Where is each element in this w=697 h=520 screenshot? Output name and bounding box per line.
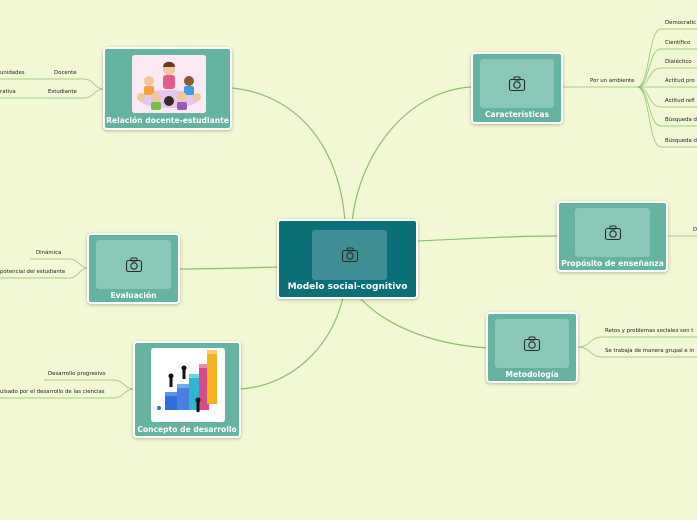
leaf-potencial[interactable]: potencial del estudiante [0,269,66,275]
central-node[interactable]: Modelo social-cognitivo [277,219,418,299]
central-label: Modelo social-cognitivo [287,282,408,292]
leaf-comunidades[interactable]: unidades [0,70,25,76]
leaf-cientifico[interactable]: Científico [665,40,691,46]
node-label-evaluacion: Evaluación [110,291,157,300]
metodologia-image-placeholder [495,319,569,368]
camera-icon [125,257,142,272]
leaf-rativa[interactable]: rativa [0,89,16,95]
proposito-image-placeholder [575,208,650,257]
link-concepto [240,297,344,390]
node-label-relacion: Relación docente-estudiante [106,116,229,125]
business-growth-illustration [151,348,225,422]
classroom-illustration [132,55,206,113]
node-proposito-ensenanza[interactable]: Propósito de enseñanza [557,201,668,272]
leaf-dinamica[interactable]: Dinámica [36,250,62,256]
camera-icon [341,247,358,263]
leaf-estudiante[interactable]: Estudiante [48,89,77,95]
leaf-dialectico[interactable]: Dialéctico [665,59,692,65]
node-evaluacion[interactable]: Evaluación [87,233,180,304]
leaf-actitud-refl[interactable]: Actitud refl [665,98,695,104]
node-label-proposito: Propósito de enseñanza [561,259,664,268]
link-metodologia [359,297,489,349]
link-relacion [231,87,346,223]
leaf-impulsado[interactable]: ulsado por el desarrollo de las ciencias [0,389,105,395]
link-proposito [417,235,559,242]
leaf-actitud-pro[interactable]: Actitud pro [665,78,695,84]
node-label-caracteristicas: Características [484,110,550,119]
leaf-docente[interactable]: Docente [54,70,77,76]
leaf-retos[interactable]: Retos y problemas sociales son t [605,328,694,334]
caracteristicas-image-placeholder [480,59,554,108]
node-relacion-docente-estudiante[interactable]: Relación docente-estudiante [103,47,232,130]
camera-icon [508,76,526,91]
link-caracteristicas [351,86,473,223]
node-concepto-desarrollo[interactable]: Concepto de desarrollo [133,341,241,438]
camera-icon [604,225,621,240]
node-metodologia[interactable]: Metodología [486,312,578,383]
leaf-democratico[interactable]: Democratic [665,20,697,26]
leaf-desarrollo-progresivo[interactable]: Desarrollo progresivo [48,371,106,377]
central-image-placeholder [312,230,387,280]
link-evaluacion [179,266,279,270]
evaluacion-image-placeholder [96,240,171,289]
node-caracteristicas[interactable]: Características [471,52,563,124]
leaf-proposito-d[interactable]: D [693,227,697,233]
node-label-concepto: Concepto de desarrollo [137,425,237,434]
node-label-metodologia: Metodología [505,370,559,379]
leaf-trabajo[interactable]: Se trabaja de manera grupal e in [605,348,695,354]
leaf-busqueda-2[interactable]: Búsqueda d [665,138,697,144]
leaf-busqueda-1[interactable]: Búsqueda d [665,117,697,123]
leaf-por-un-ambiente[interactable]: Por un ambiente [590,78,635,84]
camera-icon [523,336,541,351]
